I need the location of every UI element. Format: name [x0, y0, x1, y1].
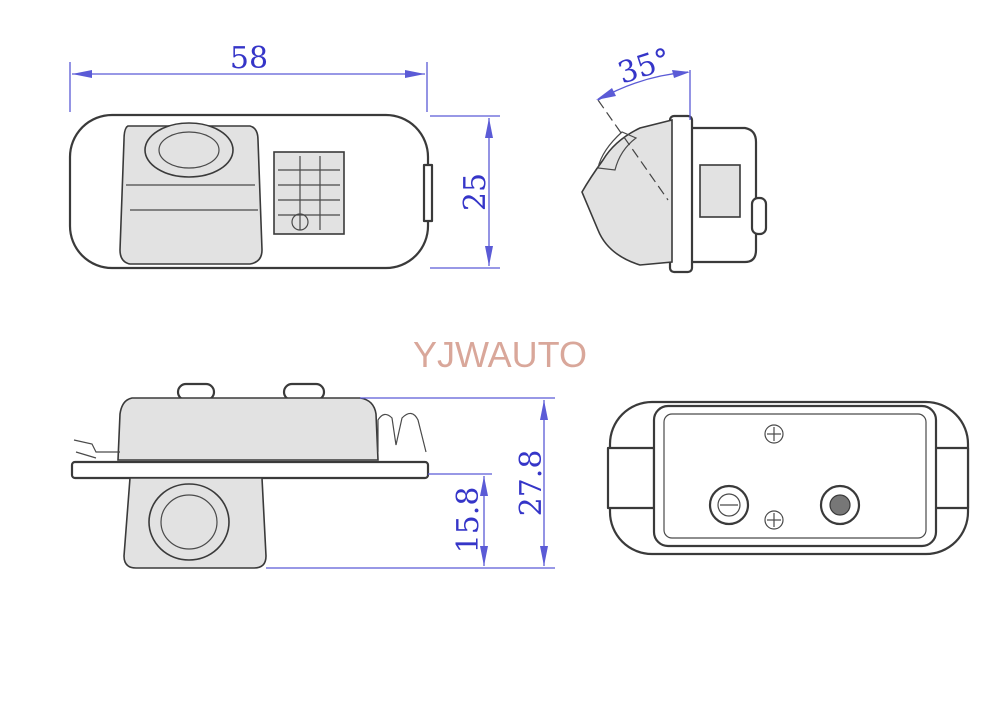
mounting-plate	[70, 460, 430, 480]
front-housing-shoulder	[126, 184, 258, 211]
front-lens	[158, 131, 220, 169]
dimension-width: 58	[69, 41, 428, 112]
back-cable-port	[819, 484, 861, 526]
dimension-lens-height: 15.8	[428, 473, 492, 566]
dimension-width-label: 58	[230, 41, 268, 76]
dimension-angle: 35°	[596, 42, 691, 120]
side-lens	[597, 131, 638, 171]
side-mount-connector	[750, 196, 768, 236]
dimension-height-front: 25	[430, 115, 500, 269]
spring-clip-right	[377, 412, 427, 453]
dimension-total-height-label: 27.8	[514, 450, 549, 517]
dimension-angle-label: 35°	[614, 42, 675, 92]
back-housing-inner	[663, 413, 927, 539]
lower-lens	[160, 494, 218, 550]
back-screw-top	[764, 424, 784, 444]
dimension-total-height: 27.8	[266, 397, 555, 569]
watermark-text: YJWAUTO	[413, 334, 587, 375]
dimension-lens-height-label: 15.8	[451, 487, 486, 554]
front-led-dot	[291, 213, 309, 231]
bottom-side-view	[70, 382, 430, 569]
back-left-clip	[606, 446, 656, 510]
upper-body	[117, 397, 379, 461]
front-led-plate	[273, 151, 345, 235]
side-flange	[668, 114, 694, 274]
back-screw-bottom	[764, 510, 784, 530]
front-lens-ring	[144, 122, 234, 178]
front-led-grille	[278, 156, 340, 230]
front-right-tab	[422, 163, 434, 223]
side-view	[581, 99, 768, 274]
back-housing	[652, 404, 938, 548]
dimension-height-front-label: 25	[458, 173, 493, 211]
side-inner-slot	[699, 164, 741, 218]
back-view	[606, 400, 970, 556]
side-angle-axis	[597, 99, 669, 201]
back-adjust-screw	[708, 484, 750, 526]
front-view	[68, 113, 434, 270]
side-camera-head	[581, 118, 673, 266]
spring-clip-left	[73, 439, 120, 459]
